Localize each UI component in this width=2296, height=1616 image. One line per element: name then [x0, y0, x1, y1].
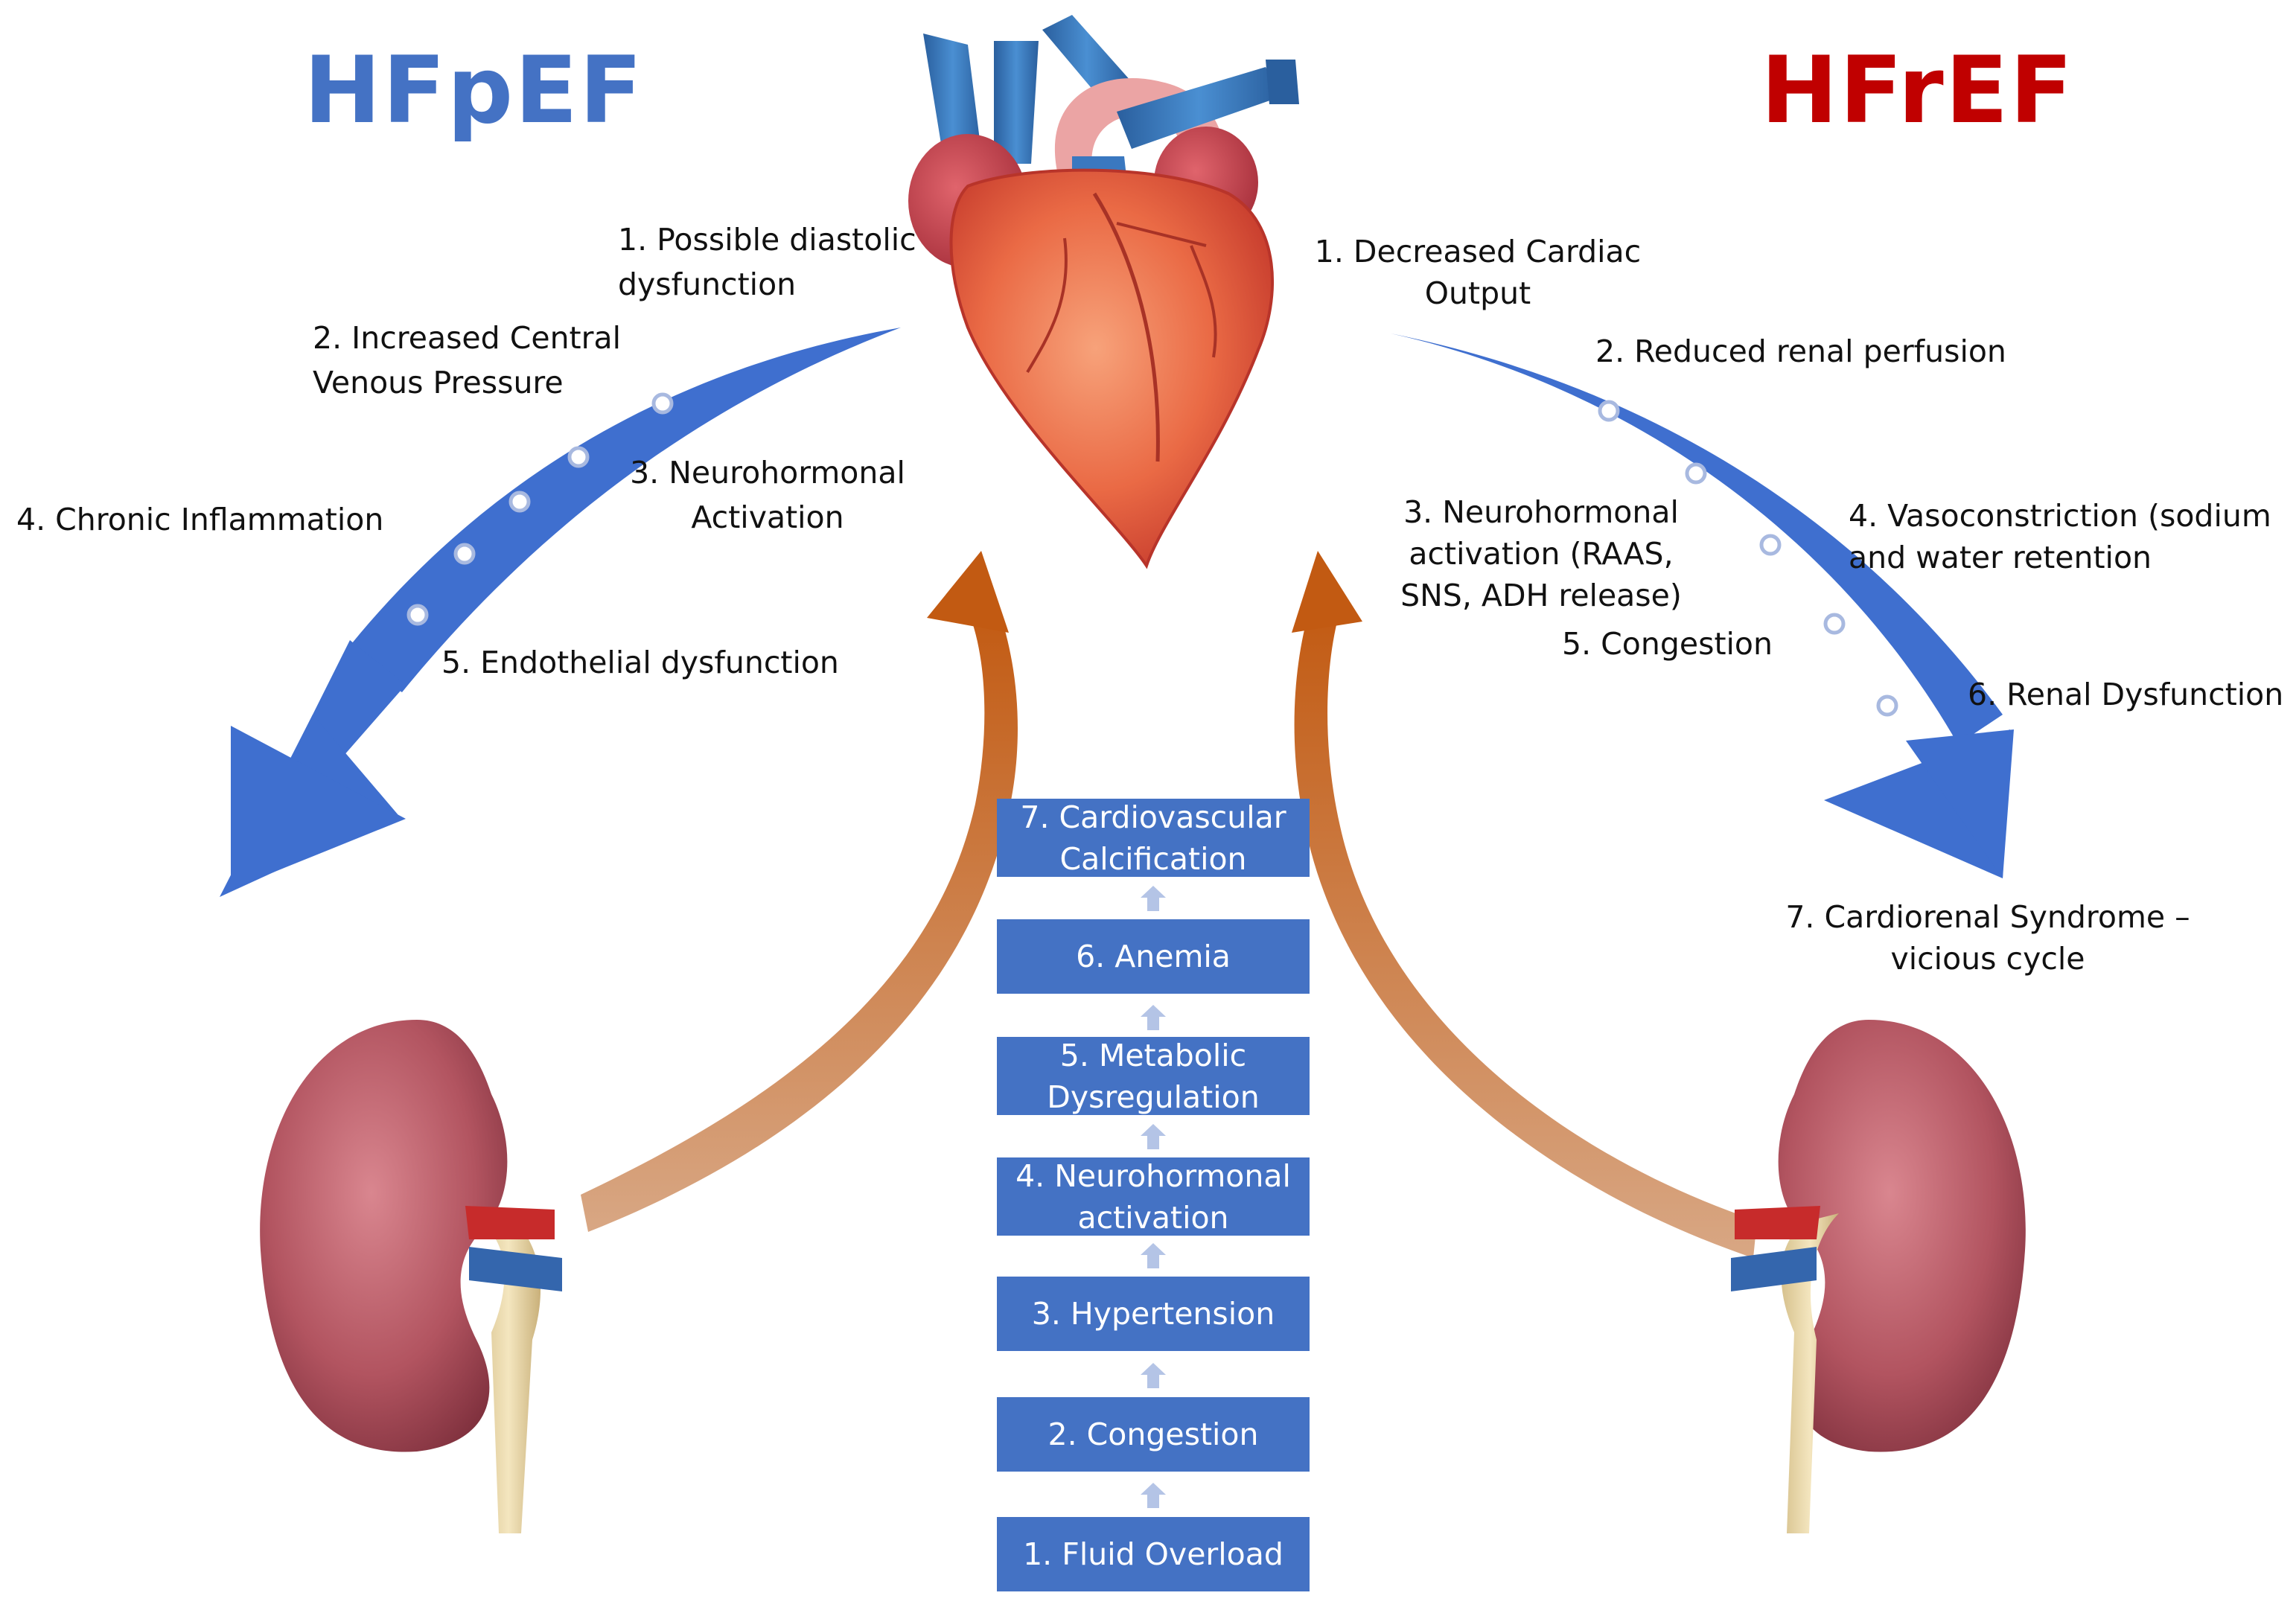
- up-arrow-icon: [1141, 1363, 1166, 1388]
- kidney-step-3-label: 3. Hypertension: [1031, 1296, 1275, 1332]
- hfref-step-4: 4. Vasoconstriction (sodium and water re…: [1849, 498, 2271, 575]
- kidney-step-1-label: 1. Fluid Overload: [1023, 1536, 1283, 1572]
- hfref-step-7: 7. Cardiorenal Syndrome – vicious cycle: [1785, 899, 2190, 977]
- up-arrow-icon: [1141, 1483, 1166, 1508]
- heart-illustration-icon: [908, 15, 1299, 569]
- hfpef-step-4: 4. Chronic Inflammation: [16, 502, 384, 537]
- hfref-step-1: 1. Decreased Cardiac Output: [1314, 234, 1642, 311]
- hfref-blue-arrow: [1391, 333, 2014, 878]
- hfref-title: HFrEF: [1761, 37, 2075, 144]
- hfref-step-6: 6. Renal Dysfunction: [1968, 677, 2284, 712]
- kidney-step-6-label: 6. Anemia: [1076, 939, 1231, 974]
- kidney-step-box-4: 4. Neurohormonal activation: [997, 1157, 1310, 1236]
- right-kidney-illustration-icon: [1731, 1020, 2026, 1533]
- left-orange-arrow: [581, 551, 1018, 1232]
- up-arrow-icon: [1141, 1005, 1166, 1030]
- kidney-step-box-2: 2. Congestion: [997, 1397, 1310, 1472]
- kidney-step-2-label: 2. Congestion: [1047, 1417, 1259, 1452]
- hfpef-arrow-dots: [406, 392, 674, 626]
- hfpef-step-5: 5. Endothelial dysfunction: [441, 645, 839, 680]
- hfpef-title: HFpEF: [304, 37, 644, 144]
- hfref-step-5: 5. Congestion: [1562, 626, 1773, 662]
- kidney-step-box-5: 5. Metabolic Dysregulation: [997, 1037, 1310, 1115]
- up-arrow-icon: [1141, 1243, 1166, 1268]
- kidney-step-box-3: 3. Hypertension: [997, 1277, 1310, 1351]
- hfref-step-2: 2. Reduced renal perfusion: [1595, 333, 2006, 369]
- hfpef-step-1: 1. Possible diastolic dysfunction: [618, 222, 916, 302]
- kidney-step-box-1: 1. Fluid Overload: [997, 1517, 1310, 1591]
- kidney-step-7-label: 7. Cardiovascular Calcification: [1020, 799, 1286, 877]
- up-arrow-icon: [1141, 1124, 1166, 1149]
- left-kidney-illustration-icon: [260, 1020, 562, 1533]
- hfref-step-3: 3. Neurohormonal activation (RAAS, SNS, …: [1400, 494, 1682, 613]
- up-arrow-icon: [1141, 886, 1166, 911]
- hfref-arrow-dots: [1598, 400, 1898, 717]
- kidney-step-5-label: 5. Metabolic Dysregulation: [1047, 1037, 1260, 1115]
- hfpef-step-2: 2. Increased Central Venous Pressure: [313, 320, 622, 400]
- right-orange-arrow: [1292, 551, 1757, 1258]
- kidney-step-4-label: 4. Neurohormonal activation: [1015, 1157, 1291, 1236]
- kidney-step-box-6: 6. Anemia: [997, 919, 1310, 994]
- hfpef-blue-arrow: [220, 328, 901, 897]
- kidney-step-box-7: 7. Cardiovascular Calcification: [997, 799, 1310, 877]
- hfpef-step-3: 3. Neurohormonal Activation: [630, 455, 905, 535]
